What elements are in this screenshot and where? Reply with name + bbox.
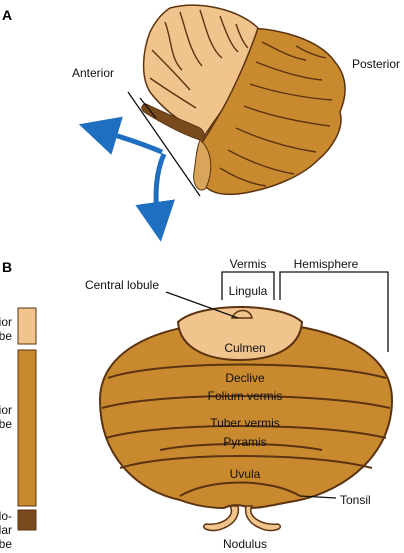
sagittal-cerebellum xyxy=(127,4,346,197)
label-anterior: Anterior xyxy=(72,66,114,80)
label-lingula: Lingula xyxy=(229,284,268,298)
rotation-arrow-down xyxy=(135,152,175,242)
panel-a-letter: A xyxy=(2,7,12,23)
anterior-lobe-region xyxy=(142,4,259,136)
svg-text:Flocculo-: Flocculo- xyxy=(0,509,12,523)
label-pyramis: Pyramis xyxy=(223,435,266,449)
legend-posterior-label: Posterior lobe xyxy=(0,403,12,431)
svg-text:lobe: lobe xyxy=(0,417,12,431)
hemisphere-bracket xyxy=(279,271,389,352)
legend-flocculonodular-swatch xyxy=(17,509,37,531)
svg-text:Posterior: Posterior xyxy=(0,403,12,417)
label-tonsil: Tonsil xyxy=(340,493,371,507)
central-lobule-leader xyxy=(165,291,239,319)
svg-text:lobe: lobe xyxy=(0,329,12,343)
posterior-folia xyxy=(219,41,333,187)
cerebellum-dorsal-view xyxy=(98,306,394,532)
label-culmen: Culmen xyxy=(224,341,265,355)
nodulus-shape xyxy=(203,505,281,532)
brainstem-cut xyxy=(193,139,212,191)
culmen-region xyxy=(176,306,304,362)
legend-anterior-swatch xyxy=(17,307,37,345)
label-posterior: Posterior xyxy=(352,57,400,71)
svg-text:nodular: nodular xyxy=(0,523,12,537)
vermis-bracket xyxy=(221,271,275,300)
dorsal-folia xyxy=(101,363,391,497)
lingula-bump xyxy=(230,309,253,319)
legend-anterior-label: Anterior lobe xyxy=(0,315,12,343)
label-declive: Declive xyxy=(225,371,265,385)
legend-posterior-swatch xyxy=(17,349,37,507)
label-uvula: Uvula xyxy=(230,467,261,481)
svg-text:lobe: lobe xyxy=(0,537,12,551)
label-folium-vermis: Folium vermis xyxy=(208,389,283,403)
label-vermis: Vermis xyxy=(230,257,267,271)
label-central-lobule: Central lobule xyxy=(85,278,159,292)
label-hemisphere: Hemisphere xyxy=(294,257,359,271)
label-nodulus: Nodulus xyxy=(223,537,267,551)
label-tuber-vermis: Tuber vermis xyxy=(210,416,280,430)
anterior-folia xyxy=(149,9,249,109)
tonsil-leader xyxy=(299,495,337,499)
legend-flocculonodular-label: Flocculo- nodular lobe xyxy=(0,509,12,551)
panel-b-letter: B xyxy=(2,259,12,275)
rotation-arrow-up xyxy=(78,116,163,155)
svg-text:Anterior: Anterior xyxy=(0,315,12,329)
